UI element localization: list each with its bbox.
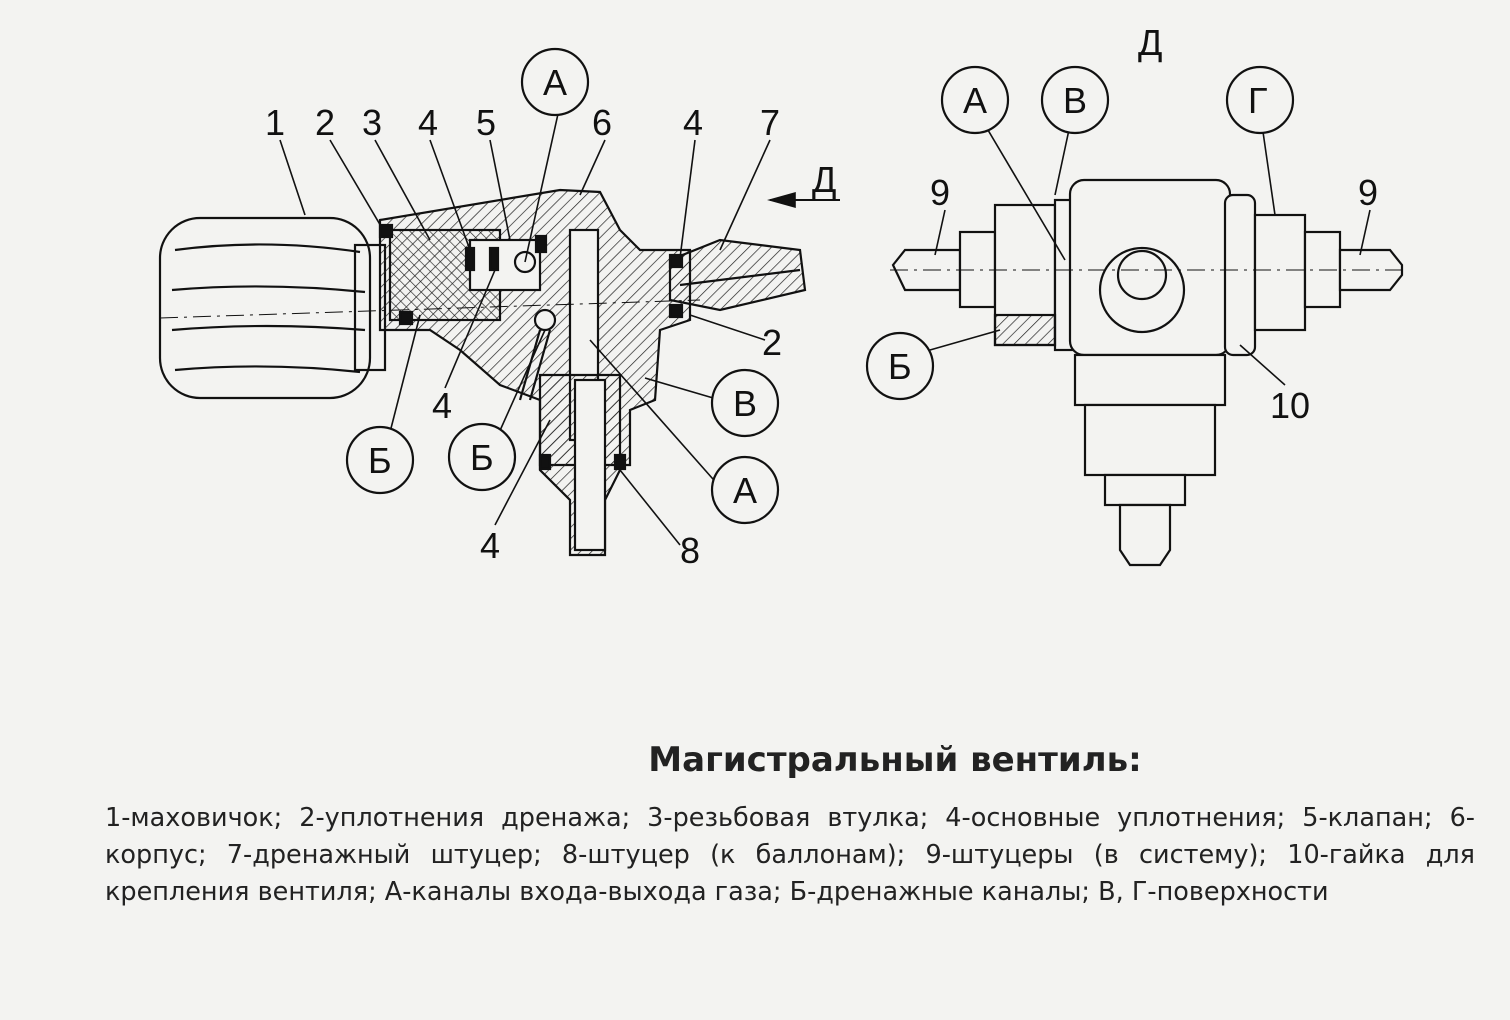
- label-4d: 4: [480, 525, 500, 566]
- callout-V: В: [710, 368, 780, 438]
- label-4b: 4: [683, 102, 703, 143]
- side-labels: Д 9 9 10: [930, 22, 1378, 426]
- label-8: 8: [680, 530, 700, 571]
- label-3: 3: [362, 102, 382, 143]
- label-2: 2: [315, 102, 335, 143]
- label-1: 1: [265, 102, 285, 143]
- view-arrow-label: Д: [812, 159, 836, 200]
- callout-side-G: Г: [1225, 65, 1295, 135]
- label-4a: 4: [418, 102, 438, 143]
- section-view: [158, 188, 807, 557]
- svg-text:Б: Б: [368, 440, 392, 481]
- caption-title: Магистральный вентиль:: [648, 740, 1142, 780]
- callout-side-A: А: [940, 65, 1010, 135]
- caption-text: 1-маховичок; 2-уплотнения дренажа; 3-рез…: [105, 803, 1475, 907]
- label-5: 5: [476, 102, 496, 143]
- valve-technical-drawing: 1 2 3 4 5 6 4 7 2 4 4 8 Д А Б Б В: [158, 22, 1405, 571]
- svg-text:Г: Г: [1248, 80, 1268, 121]
- svg-text:В: В: [733, 383, 757, 424]
- svg-text:В: В: [1063, 80, 1087, 121]
- label-7: 7: [760, 102, 780, 143]
- svg-text:А: А: [733, 470, 757, 511]
- valve-body-section: [378, 188, 692, 467]
- callout-A-bottom: А: [710, 455, 780, 525]
- svg-text:Б: Б: [470, 437, 494, 478]
- svg-text:Б: Б: [888, 346, 912, 387]
- callout-B-left: Б: [345, 425, 415, 495]
- svg-text:А: А: [543, 62, 567, 103]
- label-2b: 2: [762, 322, 782, 363]
- drain-fitting: [668, 238, 807, 319]
- callout-A-top: А: [520, 47, 590, 117]
- callout-side-B: Б: [865, 331, 935, 401]
- side-view-title: Д: [1138, 22, 1162, 63]
- section-number-labels: 1 2 3 4 5 6 4 7 2 4 4 8 Д: [265, 102, 836, 571]
- cylinder-fitting: [538, 373, 627, 557]
- label-10: 10: [1270, 385, 1310, 426]
- side-view: [890, 178, 1405, 567]
- label-6: 6: [592, 102, 612, 143]
- handwheel: [158, 216, 387, 400]
- callout-side-V: В: [1040, 65, 1110, 135]
- label-9-right: 9: [1358, 172, 1378, 213]
- svg-text:А: А: [963, 80, 987, 121]
- side-leaders: [929, 124, 1371, 386]
- section-leaders: [279, 104, 840, 546]
- side-callouts: А В Г Б: [865, 65, 1295, 401]
- section-callouts: А Б Б В А: [345, 47, 780, 525]
- label-9-left: 9: [930, 172, 950, 213]
- label-4c: 4: [432, 385, 452, 426]
- callout-B-right: Б: [447, 422, 517, 492]
